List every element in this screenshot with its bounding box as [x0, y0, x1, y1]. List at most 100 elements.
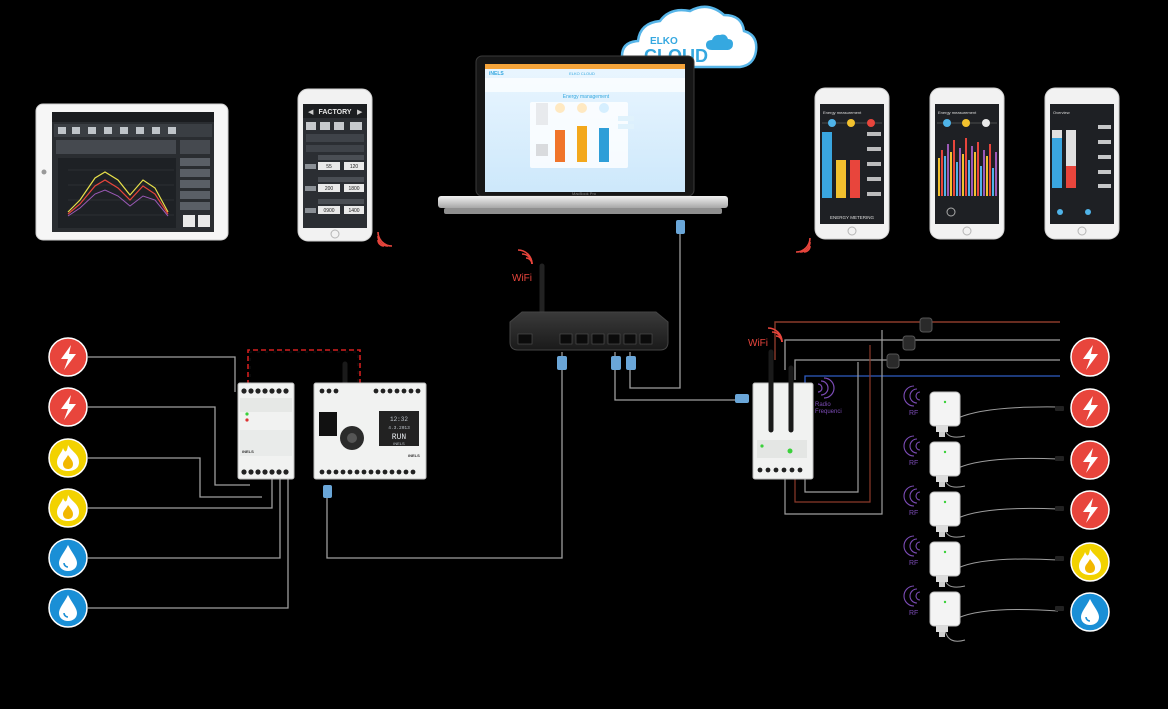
factory-value-3: 200 [325, 186, 334, 192]
rf-sensor: RF [903, 485, 1064, 537]
forward-arrow-icon[interactable]: ▶ [357, 108, 363, 116]
laptop-bar-1 [555, 130, 565, 162]
phone-factory: FACTORY ◀ ▶ 55 120 200 1800 0900 1400 [297, 88, 373, 242]
rf-signal-icon [903, 435, 921, 457]
electricity-meter-icon [1070, 440, 1110, 480]
svg-text:iNELS: iNELS [242, 449, 254, 454]
energy-2-bar [977, 142, 979, 196]
laptop-device: iNELS ELKO CLOUD Energy management MacBo… [438, 55, 728, 214]
phone-energy-2: Energy measurement [929, 87, 1005, 240]
energy-2-bar [962, 154, 964, 196]
phone-factory-title: FACTORY [318, 109, 351, 116]
energy-2-bar [974, 152, 976, 196]
controller-date: 4.3.2013 [388, 425, 410, 431]
energy-2-bar [953, 140, 955, 196]
energy-2-bar [965, 138, 967, 196]
phone-energy-1-footer: ENERGY METERING [830, 215, 874, 220]
energy-2-bar [980, 166, 982, 196]
rf-sensors: RF RF RF RF RF [903, 385, 1064, 637]
phone-wifi-icon [795, 237, 811, 253]
rf-signal-icon [903, 485, 921, 507]
controller-brand: iNELS [393, 441, 405, 446]
energy-2-bar [968, 160, 970, 196]
phone-overview-title: Overview [1053, 110, 1070, 115]
factory-value-6: 1400 [348, 208, 359, 214]
rf-sensor-label: RF [909, 410, 918, 417]
laptop-screen-title: Energy management [563, 94, 610, 100]
phone-energy-2-title: Energy measurement [938, 110, 977, 115]
controller-mode: RUN [392, 433, 407, 442]
energy-2-bar [989, 144, 991, 196]
radio-frequency-icon [817, 377, 835, 399]
energy-2-bar [956, 162, 958, 196]
energy-1-bar-3 [850, 160, 860, 198]
overview-bar-2 [1066, 166, 1076, 188]
back-arrow-icon[interactable]: ◀ [308, 108, 314, 116]
energy-2-bar [983, 150, 985, 196]
svg-text:ELKO CLOUD: ELKO CLOUD [569, 71, 595, 76]
energy-2-bar [938, 158, 940, 196]
water-meter-icon [48, 588, 88, 628]
phone-overview: Overview [1044, 87, 1120, 240]
rf-signal-icon [903, 535, 921, 557]
electricity-meter-icon [1070, 337, 1110, 377]
cables [88, 225, 1060, 642]
rf-sensor: RF [903, 435, 1064, 487]
electricity-meter-icon [48, 337, 88, 377]
energy-2-bar [992, 168, 994, 196]
energy-2-bar [971, 146, 973, 196]
water-meter-icon [1070, 592, 1110, 632]
rf-sensor-label: RF [909, 510, 918, 517]
input-module: iNELS [237, 382, 295, 480]
energy-2-bar [944, 156, 946, 196]
gateway-wifi-icon [767, 327, 783, 343]
electricity-meter-icon [1070, 490, 1110, 530]
energy-2-bar-chart [938, 138, 997, 196]
energy-1-bar-1 [822, 132, 832, 198]
meters-left [48, 337, 88, 628]
gateway-wifi-label: WiFi [748, 338, 768, 349]
phone-factory-rows [305, 155, 364, 214]
energy-1-bar-2 [836, 160, 846, 198]
tablet-device [35, 103, 229, 241]
energy-2-bar [995, 152, 997, 196]
energy-2-bar [950, 152, 952, 196]
overview-bar-1 [1052, 138, 1062, 188]
rf-signal-icon [903, 585, 921, 607]
wifi-signal-icon [377, 231, 393, 247]
energy-2-bar [947, 144, 949, 196]
router-wifi-icon [517, 249, 533, 265]
rf-label-line-2: Frequenci [815, 409, 842, 415]
energy-2-bar [941, 150, 943, 196]
meters-right [1070, 337, 1110, 632]
rf-signal-icon [903, 385, 921, 407]
laptop-model: MacBook Pro [572, 191, 597, 196]
router-device [509, 263, 669, 351]
gas-meter-icon [48, 438, 88, 478]
factory-value-2: 120 [350, 164, 359, 170]
ethernet-plugs [323, 220, 749, 498]
router-wifi-label: WiFi [512, 273, 532, 284]
rf-sensor-label: RF [909, 560, 918, 567]
rf-sensor: RF [903, 585, 1064, 637]
rf-label-line-1: Radio [815, 402, 831, 408]
energy-2-bar [959, 148, 961, 196]
rf-sensor: RF [903, 385, 1064, 437]
gas-meter-icon [1070, 542, 1110, 582]
factory-value-4: 1800 [348, 186, 359, 192]
laptop-bar-2 [577, 126, 587, 162]
factory-value-5: 0900 [323, 208, 334, 214]
rf-sensor-label: RF [909, 460, 918, 467]
controller-time: 12:32 [390, 416, 408, 423]
factory-value-1: 55 [326, 164, 332, 170]
central-controller: 12:32 4.3.2013 RUN iNELS iNELS [313, 361, 427, 480]
water-meter-icon [48, 538, 88, 578]
rf-sensor-label: RF [909, 610, 918, 617]
gas-meter-icon [48, 488, 88, 528]
wireless-gateway [752, 349, 814, 480]
energy-2-bar [986, 156, 988, 196]
electricity-meter-icon [1070, 388, 1110, 428]
rf-sensor: RF [903, 535, 1064, 587]
electricity-meter-icon [48, 387, 88, 427]
svg-text:iNELS: iNELS [408, 453, 420, 458]
